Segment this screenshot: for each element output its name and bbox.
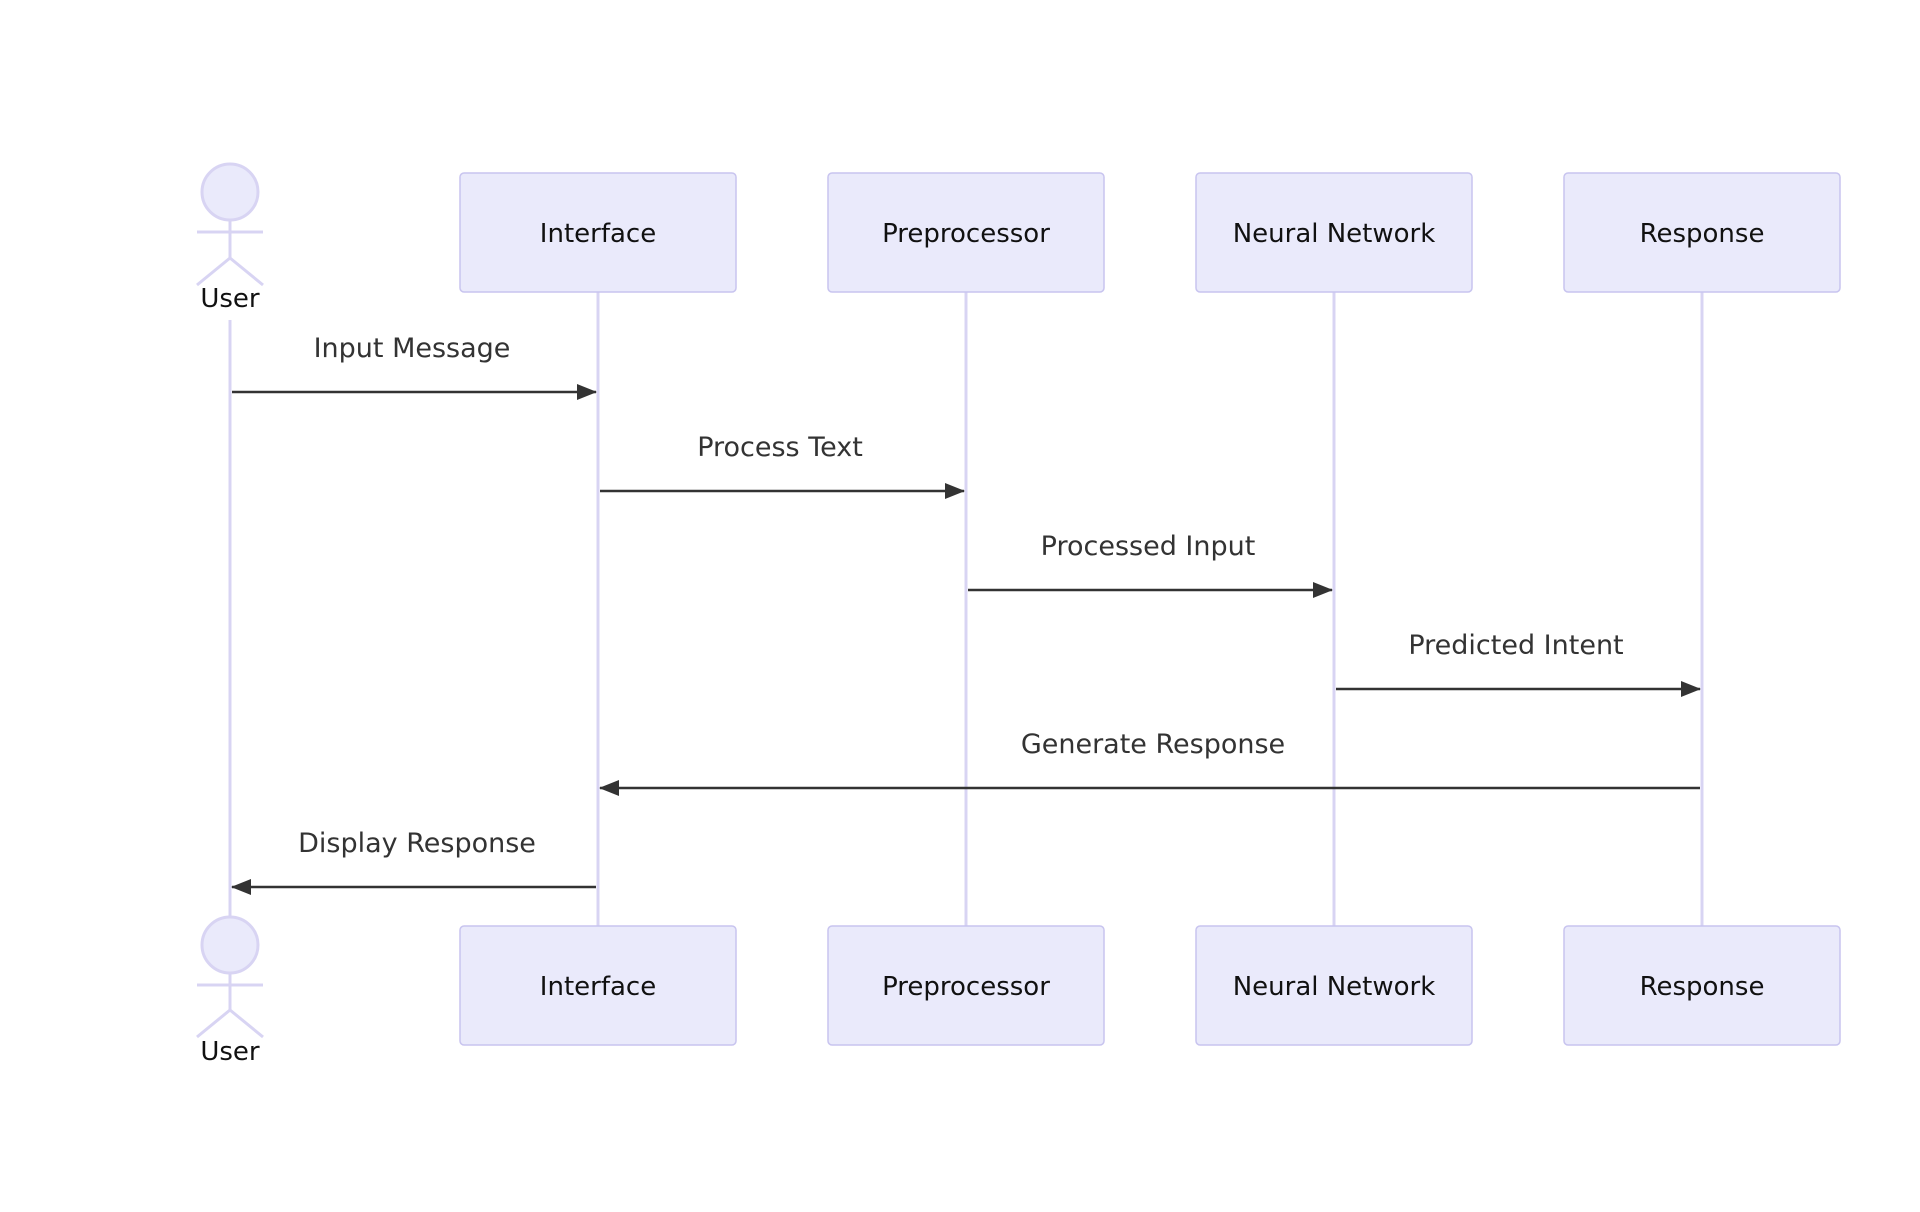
messages: Input Message Process Text Processed Inp… [231, 333, 1701, 895]
participant-box [459, 172, 737, 293]
actor-user-bottom: User [196, 915, 264, 1067]
message-label: Processed Input [1041, 531, 1256, 562]
participant-neural-network-bottom: Neural Network [1195, 925, 1473, 1046]
participant-label-response: Response [1640, 972, 1765, 1002]
actor-head-icon [200, 162, 260, 222]
participant-box [459, 925, 737, 1046]
participant-response-bottom: Response [1563, 925, 1841, 1046]
participant-neural-network-top: Neural Network [1195, 172, 1473, 293]
actor-user-top: User [196, 162, 264, 314]
participant-label-interface: Interface [540, 972, 656, 1002]
message-label: Predicted Intent [1408, 630, 1623, 661]
participant-box [827, 925, 1105, 1046]
participant-label-neural-network: Neural Network [1233, 219, 1436, 249]
participant-interface-bottom: Interface [459, 925, 737, 1046]
actor-right-leg [229, 1008, 264, 1039]
message-label: Process Text [697, 432, 863, 463]
message-generate-response: Generate Response [599, 729, 1700, 796]
bottom-participants: User Interface Preprocessor Neural Netwo… [196, 915, 1841, 1067]
message-processed-input: Processed Input [968, 531, 1333, 598]
actor-left-leg [196, 256, 231, 287]
participant-response-top: Response [1563, 172, 1841, 293]
participant-label-preprocessor: Preprocessor [882, 972, 1050, 1002]
participant-label-preprocessor: Preprocessor [882, 219, 1050, 249]
participant-box [827, 172, 1105, 293]
participant-label-neural-network: Neural Network [1233, 972, 1436, 1002]
top-participants: User Interface Preprocessor Neural Netwo… [196, 162, 1841, 314]
message-display-response: Display Response [231, 828, 596, 895]
participant-label-response: Response [1640, 219, 1765, 249]
message-label: Input Message [314, 333, 511, 364]
actor-label-user: User [200, 1037, 260, 1067]
participant-box [1563, 925, 1841, 1046]
message-label: Generate Response [1021, 729, 1285, 760]
participant-label-interface: Interface [540, 219, 656, 249]
participant-box [1195, 925, 1473, 1046]
participant-box [1563, 172, 1841, 293]
message-label: Display Response [298, 828, 536, 859]
actor-right-leg [229, 256, 264, 287]
actor-head-icon [200, 915, 260, 975]
participant-preprocessor-bottom: Preprocessor [827, 925, 1105, 1046]
actor-label-user: User [200, 284, 260, 314]
participant-preprocessor-top: Preprocessor [827, 172, 1105, 293]
actor-left-leg [196, 1008, 231, 1039]
message-input-message: Input Message [232, 333, 597, 400]
message-predicted-intent: Predicted Intent [1336, 630, 1701, 697]
participant-box [1195, 172, 1473, 293]
message-process-text: Process Text [600, 432, 965, 499]
lifelines [228, 292, 1704, 926]
participant-interface-top: Interface [459, 172, 737, 293]
